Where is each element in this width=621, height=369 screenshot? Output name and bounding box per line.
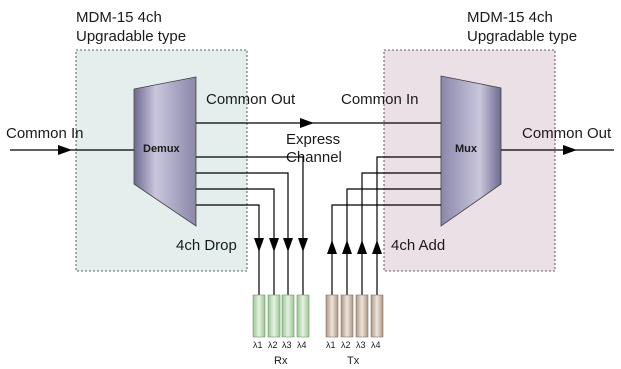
drop-arrowhead-4 <box>298 238 308 252</box>
drop-arrowhead-3 <box>283 238 293 252</box>
common-out-arrowhead <box>563 145 577 155</box>
demux-device <box>133 76 197 227</box>
rx-wavelength-labels: λ1 λ2 λ3 λ4 <box>253 340 307 350</box>
drop-fiber-3 <box>196 188 275 295</box>
rx-connector-2 <box>267 294 281 338</box>
rx-connector-4 <box>296 294 310 338</box>
add-arrowhead-3 <box>357 240 367 254</box>
tx-wavelength-labels: λ1 λ2 λ3 λ4 <box>326 340 381 350</box>
tx-label: Tx <box>347 355 360 367</box>
rx-label: Rx <box>274 355 288 367</box>
add-fiber-3 <box>346 188 441 295</box>
tx-connector-4 <box>370 294 384 338</box>
add-arrowhead-4 <box>372 240 382 254</box>
rx-connector-1 <box>252 294 266 338</box>
tx-wavelength-4: λ4 <box>371 340 381 350</box>
common-in-arrowhead <box>58 145 72 155</box>
tx-connector-2 <box>340 294 354 338</box>
add-arrowhead-1 <box>327 240 337 254</box>
tx-connector-3 <box>355 294 369 338</box>
drop-fiber-2 <box>196 172 289 295</box>
demux-common-out-label: Common Out <box>206 91 296 108</box>
express-label-line2: Channel <box>286 149 342 166</box>
rx-wavelength-3: λ3 <box>282 340 292 350</box>
tx-connectors <box>325 294 384 338</box>
drop-fiber-4 <box>196 204 260 295</box>
drop-arrowhead-2 <box>269 238 279 252</box>
add-fiber-4 <box>331 204 441 295</box>
demux-common-in-label: Common In <box>6 125 84 142</box>
tx-wavelength-2: λ2 <box>341 340 351 350</box>
tx-wavelength-1: λ1 <box>326 340 336 350</box>
mux-common-out-label: Common Out <box>522 125 612 142</box>
mux-common-in-label: Common In <box>341 91 419 108</box>
add-arrowhead-2 <box>342 240 352 254</box>
drop-label: 4ch Drop <box>176 237 237 254</box>
drop-arrowheads <box>254 238 308 252</box>
demux-device-label: Demux <box>143 143 181 155</box>
add-arrowheads <box>327 240 382 254</box>
express-label-line1: Express <box>286 131 340 148</box>
drop-arrowhead-1 <box>254 238 264 252</box>
demux-module-subtitle: Upgradable type <box>76 28 186 45</box>
tx-wavelength-3: λ3 <box>356 340 366 350</box>
mux-module-subtitle: Upgradable type <box>467 28 577 45</box>
mux-module-title: MDM-15 4ch <box>467 9 553 26</box>
mux-device <box>440 75 502 227</box>
rx-wavelength-2: λ2 <box>268 340 278 350</box>
rx-connector-3 <box>281 294 295 338</box>
rx-wavelength-4: λ4 <box>297 340 307 350</box>
rx-wavelength-1: λ1 <box>253 340 263 350</box>
demux-module-title: MDM-15 4ch <box>76 9 162 26</box>
tx-connector-1 <box>325 294 339 338</box>
add-label: 4ch Add <box>391 237 445 254</box>
mux-device-label: Mux <box>455 143 478 155</box>
rx-connectors <box>252 294 310 338</box>
add-fiber-2 <box>361 172 441 295</box>
express-arrowhead <box>300 118 314 128</box>
